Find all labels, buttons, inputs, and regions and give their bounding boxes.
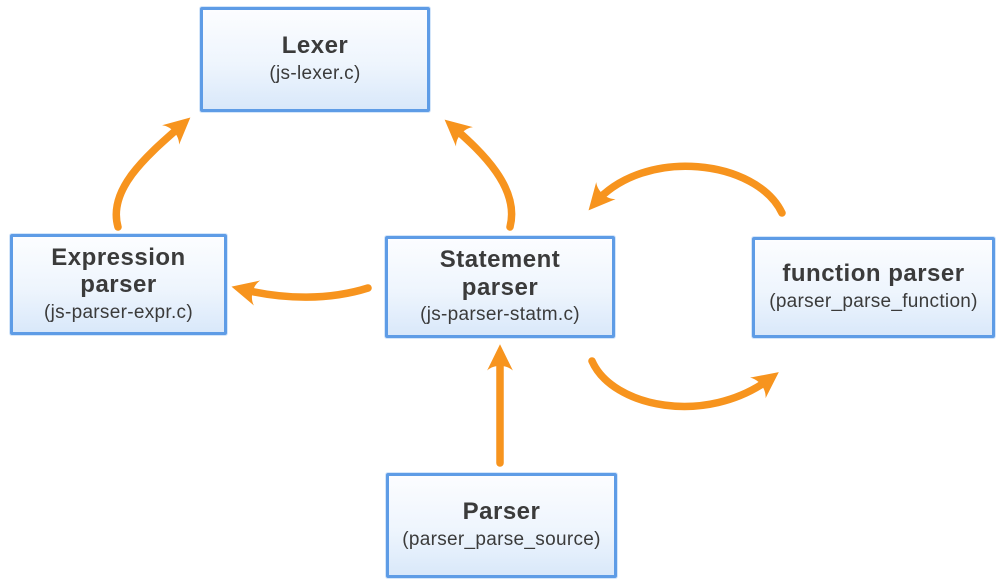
node-expression-parser-title: Expression parser	[51, 243, 186, 299]
node-parser-title: Parser	[462, 498, 541, 526]
node-lexer-subtitle: (js-lexer.c)	[269, 62, 361, 84]
node-function-parser-subtitle: (parser_parse_function)	[769, 290, 978, 312]
node-statement-parser-subtitle: (js-parser-statm.c)	[420, 304, 580, 326]
node-lexer-title: Lexer	[281, 32, 349, 60]
node-function-parser-title: function parser	[782, 260, 965, 288]
node-statement-parser-title: Statement parser	[439, 246, 561, 301]
edge-statement-parser-to-function-parser	[588, 357, 779, 411]
edge-statement-parser-to-lexer	[444, 119, 516, 231]
edge-function-parser-to-statement-parser	[588, 162, 786, 217]
edge-expression-parser-to-lexer	[112, 117, 191, 231]
node-expression-parser: Expression parser (js-parser-expr.c)	[10, 234, 227, 335]
node-lexer: Lexer (js-lexer.c)	[200, 7, 430, 112]
node-expression-parser-subtitle: (js-parser-expr.c)	[44, 301, 193, 323]
node-function-parser: function parser (parser_parse_function)	[752, 237, 995, 338]
node-parser-subtitle: (parser_parse_source)	[402, 528, 601, 550]
node-parser: Parser (parser_parse_source)	[386, 473, 617, 578]
edge-statement-parser-to-expression-parser	[231, 280, 372, 306]
node-statement-parser: Statement parser (js-parser-statm.c)	[385, 236, 615, 338]
